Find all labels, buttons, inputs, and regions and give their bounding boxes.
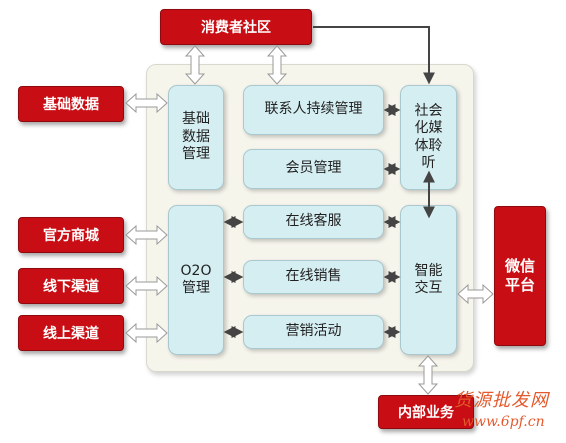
member-management: 会员管理 [243, 149, 384, 189]
arrow-offline [125, 275, 168, 297]
arrow-wechat [457, 283, 494, 305]
marketing-activity: 营销活动 [243, 315, 384, 349]
o2o-management: O2O 管理 [168, 205, 224, 355]
smart-interaction: 智能 交互 [400, 205, 457, 355]
arrow-community-basic [184, 45, 206, 85]
online-channel: 线上渠道 [18, 315, 124, 351]
contact-management: 联系人持续管理 [243, 85, 384, 135]
arrow-community-contact [266, 45, 288, 85]
official-mall: 官方商城 [18, 217, 124, 253]
arrow-internal [417, 355, 439, 395]
online-sales: 在线销售 [243, 260, 384, 294]
wechat-platform: 微信 平台 [494, 206, 546, 346]
offline-channel: 线下渠道 [18, 268, 124, 304]
basic-data-source: 基础数据 [18, 86, 124, 122]
arrow-online [125, 322, 168, 344]
watermark-site-name: 货源批发网 [454, 390, 549, 411]
hollow-arrows-vertical [184, 45, 439, 395]
arrow-community-social [313, 26, 435, 85]
basic-data-management: 基础 数据 管理 [168, 85, 224, 190]
hollow-arrows [125, 92, 494, 344]
online-service: 在线客服 [243, 205, 384, 239]
watermark-url: www.6pf.cn [462, 414, 545, 430]
internal-business: 内部业务 [378, 395, 474, 429]
arrow-basic-data [125, 92, 168, 114]
consumer-community: 消费者社区 [160, 9, 312, 45]
arrow-official-mall [125, 224, 168, 246]
